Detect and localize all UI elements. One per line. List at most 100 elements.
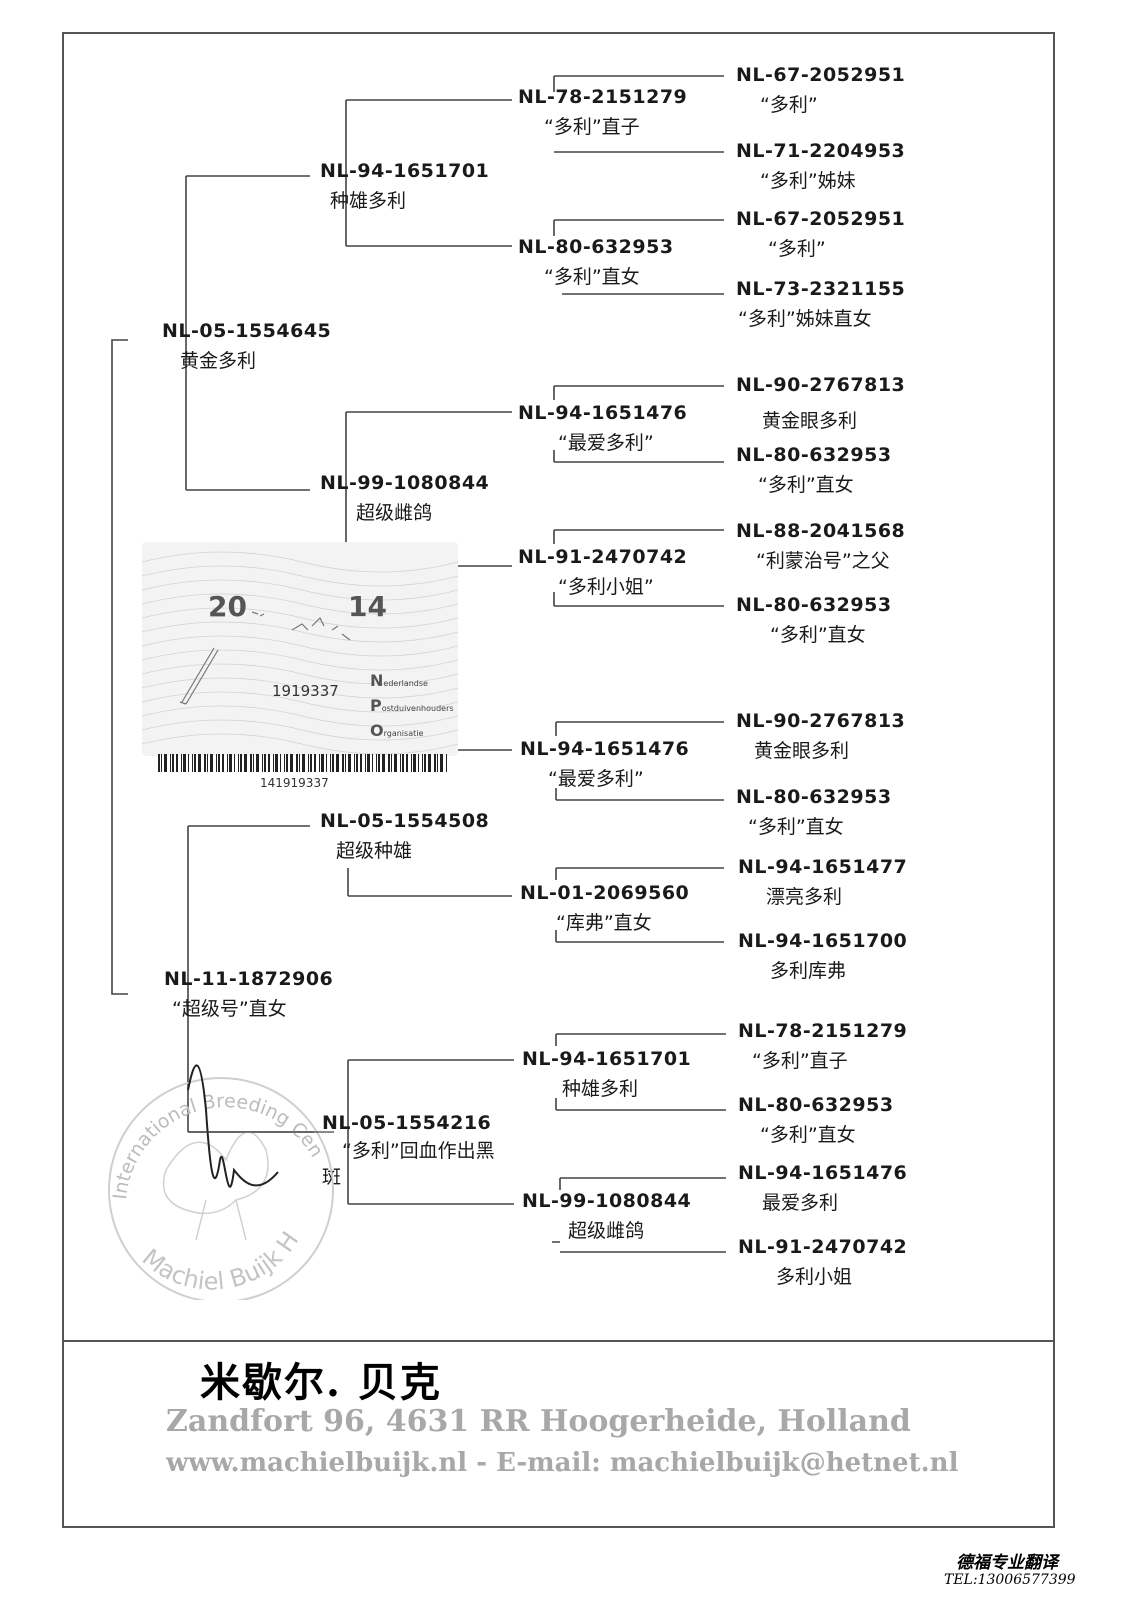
barcode-bar [204,754,206,772]
ring-year-right: 14 [348,590,387,623]
ring-number: NL-78-2151279 [518,86,688,108]
ring-number: NL-94-1651700 [738,930,908,952]
barcode-bar [314,754,316,772]
pigeon-name: “多利”直女 [760,1124,856,1146]
barcode-bar [356,754,358,772]
barcode-bar [262,754,263,772]
barcode-bar [273,754,274,772]
ring-number: NL-05-1554645 [162,320,332,342]
connector-gen3-8 [552,1177,726,1253]
gen4-node-12: NL-94-1651700 多利库弗 [738,930,907,983]
barcode-bar [188,754,189,772]
barcode-bar [164,754,167,772]
pigeon-name: “多利”直女 [748,816,844,838]
barcode-bar [183,754,186,772]
ring-certificate-card: 20 14 1919337 Nederlandse Postduivenhoud… [142,542,458,756]
barcode-bar [319,754,320,772]
card-guilloche-pattern [142,551,458,755]
gen3-node-6: NL-01-2069560 “库弗”直女 [520,882,689,935]
pigeon-name: 超级种雄 [336,840,413,862]
ring-number: NL-71-2204953 [736,140,906,162]
pigeon-name: 超级雌鸽 [356,502,433,524]
gen3-node-3: NL-94-1651476 “最爱多利” [518,402,687,455]
barcode-bar [326,754,327,772]
gen3-node-4: NL-91-2470742 “多利小姐” [518,546,687,599]
ring-number: NL-67-2052951 [736,64,906,86]
ring-number: NL-05-1554508 [320,810,490,832]
pigeon-name: “多利小姐” [558,576,654,598]
barcode-bar [336,754,339,772]
pigeon-name: “多利”直女 [758,474,854,496]
ring-number: NL-94-1651701 [522,1048,692,1070]
barcode-bar [286,754,288,772]
gen4-node-8: NL-80-632953 “多利”直女 [736,594,892,647]
pigeon-name: 超级雌鸽 [568,1220,645,1242]
gen4-node-6: NL-80-632953 “多利”直女 [736,444,892,497]
pigeon-name: 多利库弗 [770,960,847,982]
pigeon-name: “利蒙治号”之父 [756,550,890,572]
gen4-node-3: NL-67-2052951 “多利” [736,208,905,261]
barcode-bar [227,754,228,772]
ring-number: NL-94-1651476 [520,738,690,760]
pigeon-name: 种雄多利 [562,1078,639,1100]
owner-address: Zandfort 96, 4631 RR Hoogerheide, Hollan… [166,1404,911,1439]
gen1-sire: NL-05-1554645 黄金多利 [162,320,331,373]
barcode-bar [434,754,436,772]
connector-gen3-5 [555,721,724,801]
pigeon-name: “多利”直女 [770,624,866,646]
ring-number: NL-80-632953 [736,444,892,466]
ring-number: NL-91-2470742 [738,1236,908,1258]
barcode-bar [284,754,285,772]
owner-name: 米歇尔. 贝克 [200,1359,442,1406]
ring-number: NL-94-1651701 [320,160,490,182]
barcode-bar [428,754,431,772]
gen2-node-3: NL-05-1554508 超级种雄 [320,810,489,863]
gen4-node-16: NL-91-2470742 多利小姐 [738,1236,907,1289]
connector-gen3-7 [555,1033,726,1111]
barcode-bar [244,754,247,772]
pigeon-name: “最爱多利” [558,432,654,454]
connector-gen3-2 [553,219,724,295]
barcode-bar [388,754,390,772]
ring-number: NL-94-1651477 [738,856,908,878]
barcode-bar [424,754,426,772]
barcode-bar [345,754,346,772]
barcode-bar [268,754,270,772]
ring-barcode [158,754,447,772]
ring-number: NL-94-1651476 [518,402,688,424]
barcode-bar [330,754,331,772]
barcode-bar [290,754,293,772]
gen3-node-5: NL-94-1651476 “最爱多利” [520,738,689,791]
gen4-node-13: NL-78-2151279 “多利”直子 [738,1020,907,1073]
gen4-node-10: NL-80-632953 “多利”直女 [736,786,892,839]
connector-gen2-b [345,411,512,567]
pigeon-name: “超级号”直女 [172,998,287,1020]
barcode-bar [302,754,305,772]
barcode-bar [440,754,443,772]
pigeon-name: “库弗”直女 [556,912,652,934]
barcode-bar [229,754,232,772]
connector-gen1-a [185,175,310,491]
gen1-dam: NL-11-1872906 “超级号”直女 [164,968,333,1021]
barcode-bar [400,754,401,772]
pigeon-name: “多利”直女 [544,266,640,288]
gen4-node-5: NL-90-2767813 黄金眼多利 [736,374,905,433]
org-line-1: ederlandse [383,679,428,688]
pigeon-name: “多利”姊妹 [760,170,856,192]
pigeon-name: “多利” [760,94,818,116]
ring-number: NL-05-1554216 [322,1112,492,1134]
barcode-bar [240,754,242,772]
barcode-bar [413,754,416,772]
barcode-bar [406,754,408,772]
connector-gen3-4 [553,529,724,607]
ring-number: NL-99-1080844 [522,1190,692,1212]
ring-number: NL-80-632953 [736,594,892,616]
gen4-node-15: NL-94-1651476 最爱多利 [738,1162,907,1215]
ring-barcode-number: 141919337 [260,776,329,790]
ring-number: NL-01-2069560 [520,882,690,904]
barcode-bar [275,754,278,772]
barcode-bar [308,754,309,772]
org-line-3: rganisatie [383,729,424,738]
breeding-center-stamp: International Breeding Center - Hoogerhe… [96,1050,334,1300]
gen2-node-1: NL-94-1651701 种雄多利 [320,160,489,213]
